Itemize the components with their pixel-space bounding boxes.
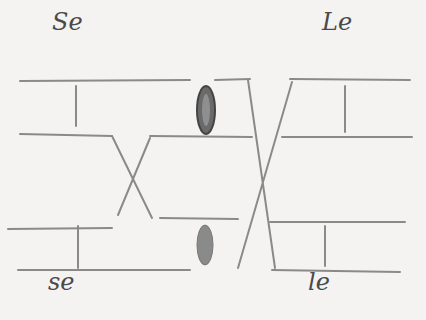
locus-tick	[77, 226, 79, 268]
locus-tick	[75, 86, 77, 126]
crossover	[238, 80, 292, 268]
centromere-shade	[202, 94, 210, 126]
allele-label: se	[48, 269, 75, 295]
allele-label: Le	[322, 9, 352, 35]
centromere	[197, 86, 215, 134]
allele-label: le	[308, 269, 330, 295]
allele-label: Se	[52, 9, 83, 35]
chromatid-line	[18, 270, 400, 272]
locus-tick	[324, 226, 326, 266]
centromere	[197, 225, 213, 265]
chromatid-line	[20, 134, 412, 137]
locus-tick	[344, 86, 346, 132]
chromatid-line	[20, 79, 410, 81]
crossover	[112, 136, 152, 218]
